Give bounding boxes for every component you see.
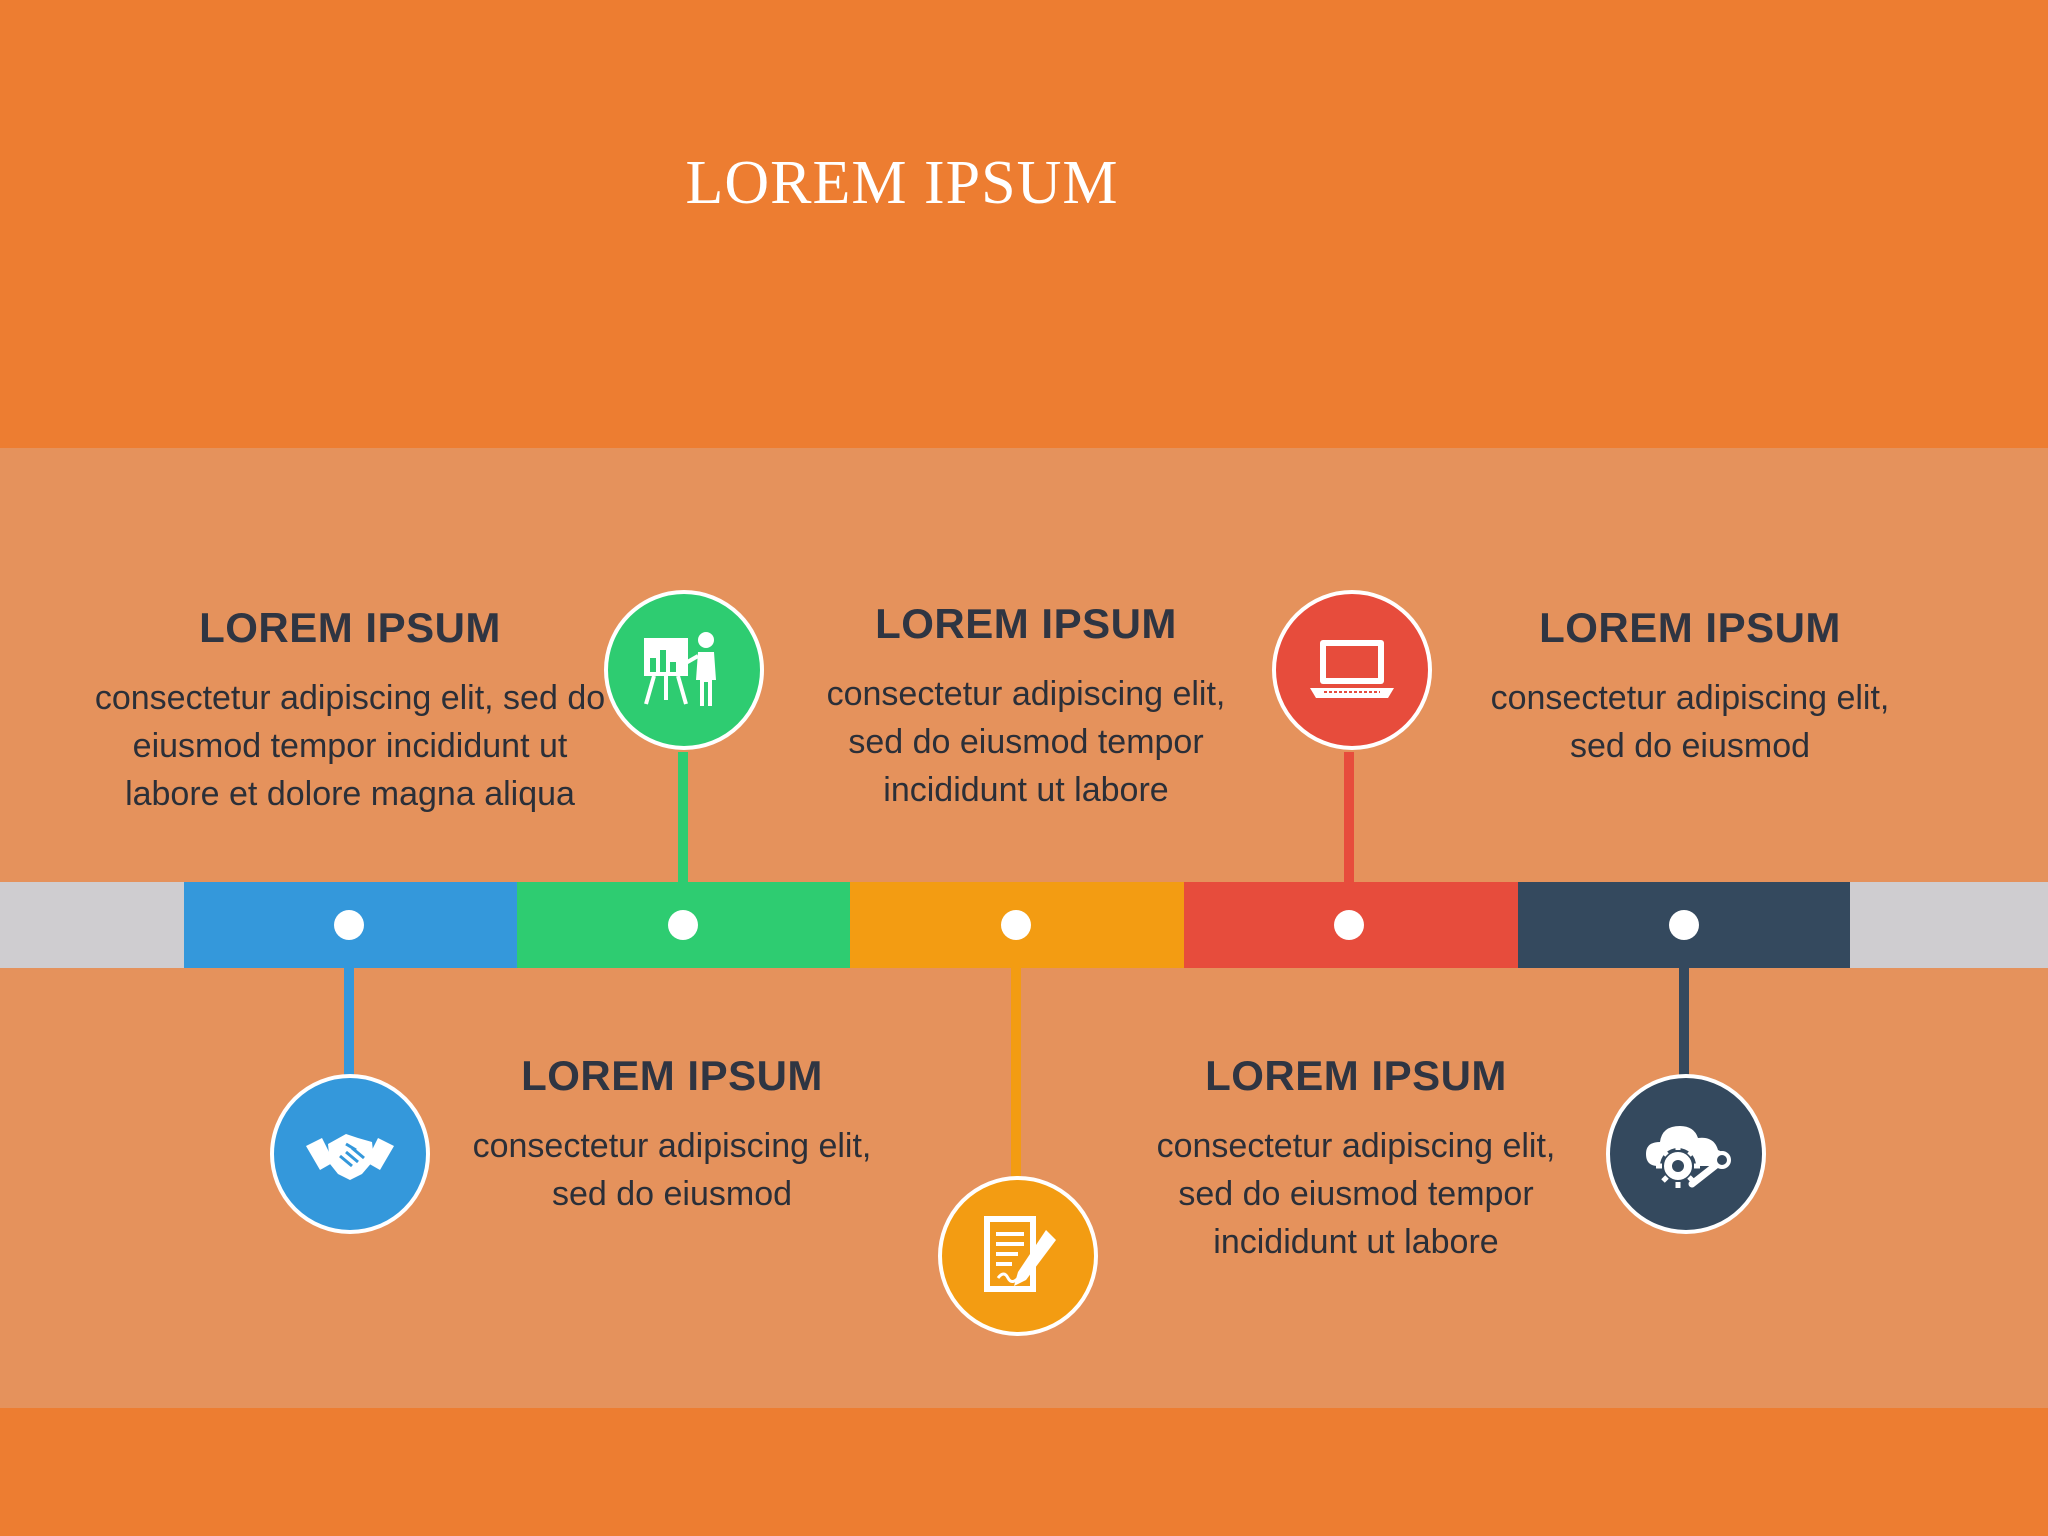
- step-4-icon-circle: [1272, 590, 1432, 750]
- step-3-icon-circle: [938, 1176, 1098, 1336]
- document-pen-icon: [984, 1216, 1056, 1292]
- timeline-dot-1: [334, 910, 364, 940]
- cloud-settings-icon: [1646, 1126, 1731, 1188]
- step-1-icon-circle: [270, 1074, 430, 1234]
- step-5-icon-circle: [1606, 1074, 1766, 1234]
- step-1-body: consectetur adipiscing elit, sed do eius…: [94, 679, 606, 813]
- step-5-heading: LOREM IPSUM: [1539, 604, 1841, 651]
- connector-5: [1679, 968, 1689, 1076]
- connector-4: [1344, 752, 1354, 882]
- step-2-text: LOREM IPSUM consectetur adipiscing elit,…: [462, 1050, 882, 1218]
- step-2-heading: LOREM IPSUM: [521, 1052, 823, 1099]
- step-2-body: consectetur adipiscing elit, sed do eius…: [472, 1127, 872, 1213]
- handshake-icon: [306, 1134, 394, 1180]
- timeline-track-end: [1850, 882, 2048, 968]
- page-title: LOREM IPSUM: [685, 149, 1119, 217]
- step-1-text: LOREM IPSUM consectetur adipiscing elit,…: [90, 602, 610, 818]
- step-4-heading: LOREM IPSUM: [1205, 1052, 1507, 1099]
- step-5-text: LOREM IPSUM consectetur adipiscing elit,…: [1480, 602, 1900, 770]
- step-3-heading: LOREM IPSUM: [875, 600, 1177, 647]
- step-2-icon-circle: [604, 590, 764, 750]
- step-4-text: LOREM IPSUM consectetur adipiscing elit,…: [1146, 1050, 1566, 1266]
- timeline-track-start: [0, 882, 184, 968]
- step-3-text: LOREM IPSUM consectetur adipiscing elit,…: [816, 598, 1236, 814]
- timeline-dot-4: [1334, 910, 1364, 940]
- timeline-dot-3: [1001, 910, 1031, 940]
- connector-1: [344, 968, 354, 1076]
- timeline-dot-5: [1669, 910, 1699, 940]
- step-3-body: consectetur adipiscing elit, sed do eius…: [826, 675, 1226, 809]
- presentation-icon: [644, 632, 716, 706]
- step-5-body: consectetur adipiscing elit, sed do eius…: [1490, 679, 1890, 765]
- step-4-body: consectetur adipiscing elit, sed do eius…: [1156, 1127, 1556, 1261]
- connector-3: [1011, 968, 1021, 1178]
- step-1-heading: LOREM IPSUM: [199, 604, 501, 651]
- timeline-dot-2: [668, 910, 698, 940]
- laptop-icon: [1310, 640, 1394, 698]
- connector-2: [678, 752, 688, 882]
